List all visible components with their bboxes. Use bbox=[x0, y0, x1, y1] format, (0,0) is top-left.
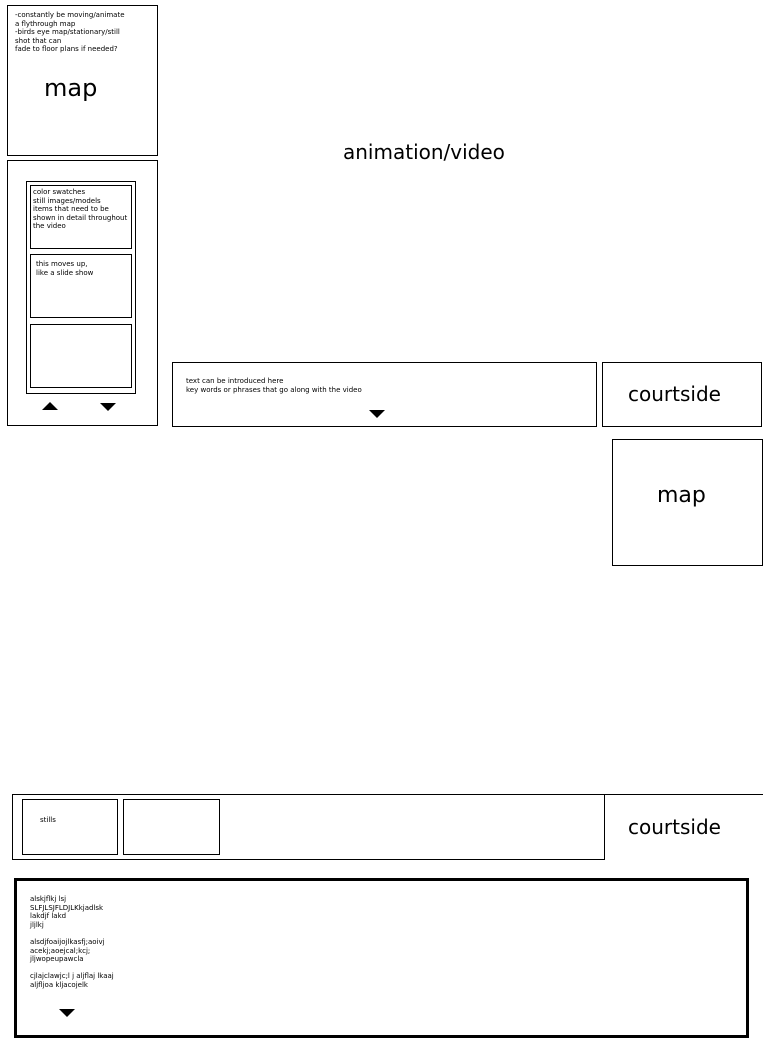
text-bar: text can be introduced here key words or… bbox=[172, 362, 597, 427]
stills-label: stills bbox=[40, 816, 56, 824]
slideshow-frame: color swatches still images/models items… bbox=[26, 181, 136, 394]
slide-slideshow-text: this moves up, like a slide show bbox=[36, 260, 94, 277]
main-video-title: animation/video bbox=[343, 140, 505, 164]
top-map-notes: -constantly be moving/animate a flythrou… bbox=[15, 11, 125, 53]
scroll-up-arrow-icon[interactable] bbox=[42, 402, 58, 410]
courtside-label-bottom: courtside bbox=[628, 815, 721, 839]
side-slideshow-panel: color swatches still images/models items… bbox=[7, 160, 158, 426]
text-bar-content: text can be introduced here key words or… bbox=[186, 377, 362, 394]
text-panel-para-1: alskjflkj lsj SLFJLSJFLDJLKkjadlsk lakdj… bbox=[30, 895, 104, 929]
top-map-label: map bbox=[44, 74, 98, 102]
text-panel-expand-icon[interactable] bbox=[59, 1009, 75, 1017]
stills-bar: stills courtside bbox=[12, 794, 763, 860]
still-thumb-1[interactable]: stills bbox=[22, 799, 118, 855]
right-map-label: map bbox=[657, 483, 706, 508]
text-panel-para-2: alsdjfoaijojlkasfj;aoivj acekj;aoejcal;k… bbox=[30, 938, 105, 963]
slide-item-slideshow[interactable]: this moves up, like a slide show bbox=[30, 254, 132, 318]
top-map-panel: -constantly be moving/animate a flythrou… bbox=[7, 5, 158, 156]
courtside-label-top: courtside bbox=[628, 382, 721, 406]
right-map-panel[interactable]: map bbox=[612, 439, 763, 566]
slide-item-swatches[interactable]: color swatches still images/models items… bbox=[30, 185, 132, 249]
courtside-button-bottom[interactable]: courtside bbox=[604, 795, 763, 860]
courtside-button-top[interactable]: courtside bbox=[602, 362, 762, 427]
slide-item-empty[interactable] bbox=[30, 324, 132, 388]
text-bar-expand-icon[interactable] bbox=[369, 410, 385, 418]
text-panel: alskjflkj lsj SLFJLSJFLDJLKkjadlsk lakdj… bbox=[14, 878, 749, 1038]
scroll-down-arrow-icon[interactable] bbox=[100, 403, 116, 411]
still-thumb-2[interactable] bbox=[123, 799, 220, 855]
slide-swatches-text: color swatches still images/models items… bbox=[33, 188, 128, 230]
text-panel-para-3: cjlajclawjc;l j aljflaj lkaaj aljfljoa k… bbox=[30, 972, 114, 989]
